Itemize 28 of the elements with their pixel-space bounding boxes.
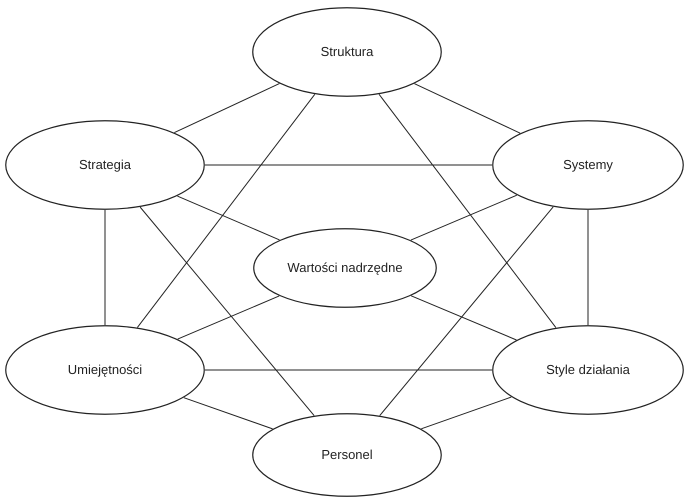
connector-line [104, 210, 106, 326]
connector-line [414, 83, 521, 134]
ellipse-node [252, 7, 442, 97]
ellipse-node [492, 325, 684, 415]
connector-line [136, 94, 316, 328]
connector-line [420, 396, 512, 430]
ellipse-node [492, 120, 684, 210]
connector-line [204, 164, 492, 166]
node-label: Strategia [78, 156, 132, 174]
ellipse-node [252, 413, 442, 497]
node-label: Personel [320, 446, 374, 464]
node-label: Umiejętności [66, 361, 144, 380]
node-label: Struktura [320, 43, 374, 62]
connector-line [410, 295, 517, 340]
node-label: Systemy [562, 156, 614, 174]
connector-line [174, 83, 280, 134]
connector-line [378, 94, 556, 328]
connector-line [379, 206, 554, 416]
connector-line [176, 196, 280, 240]
connector-line [410, 194, 518, 241]
ellipse-node [253, 228, 437, 308]
ellipse-node [5, 325, 205, 415]
connector-line [140, 206, 315, 416]
node-label: Style działania [545, 361, 631, 380]
node-label: Wartości nadrzędne [286, 259, 404, 278]
connector-line [183, 397, 274, 430]
connector-line [177, 295, 280, 340]
ellipse-node [5, 120, 205, 210]
